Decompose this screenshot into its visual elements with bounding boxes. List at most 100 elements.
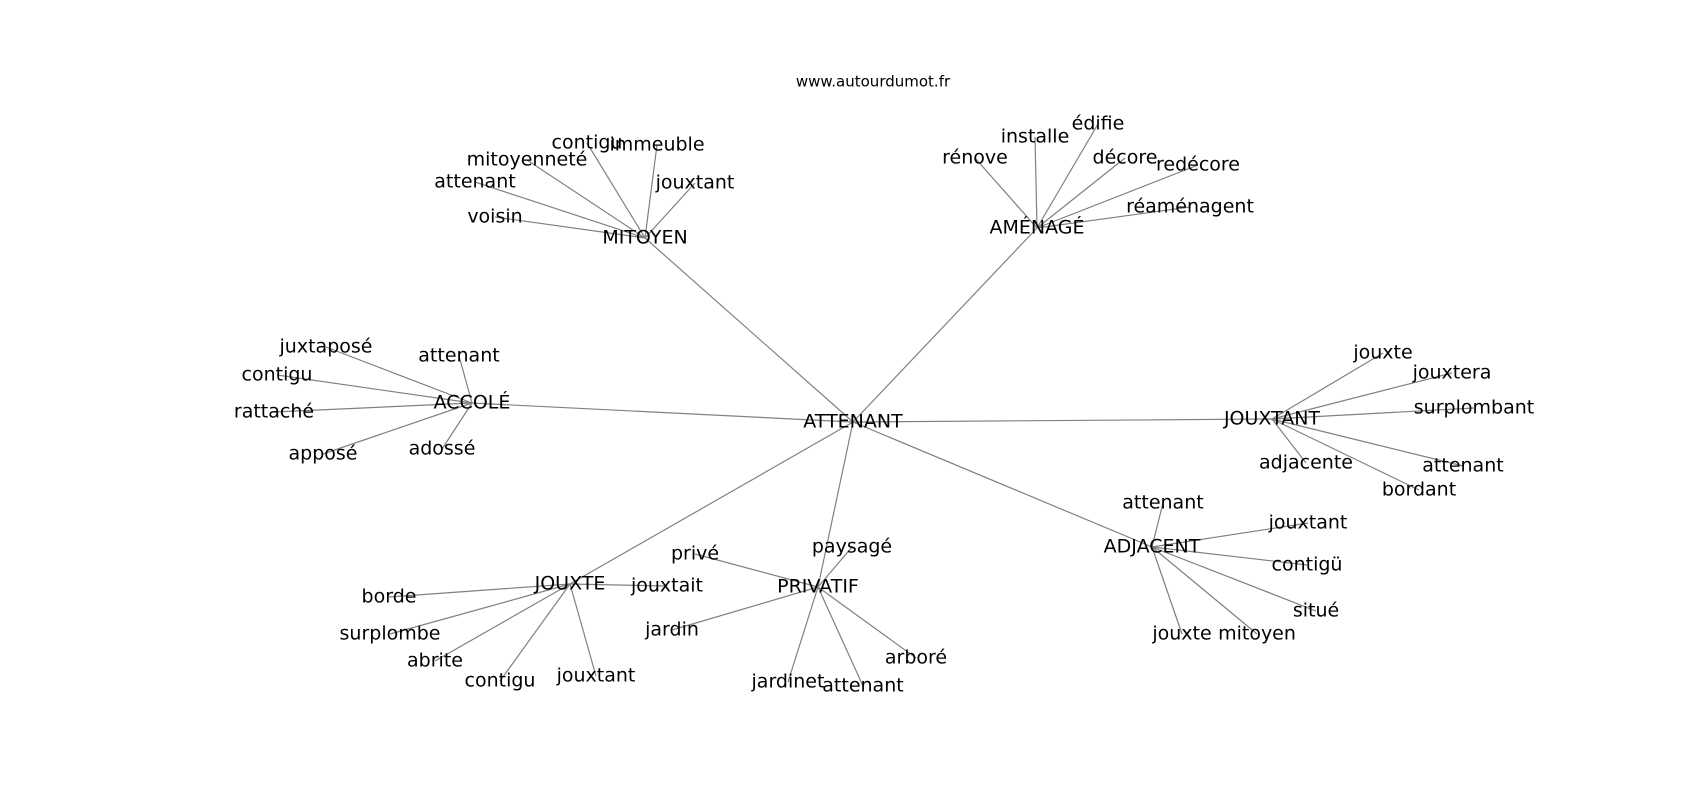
leaf-node-label: arboré (885, 647, 947, 669)
edge-hub-leaf (499, 583, 571, 682)
leaf-node-label: mitoyenneté (467, 149, 588, 171)
edge-hub-leaf (388, 583, 571, 598)
hub-node-label: JOUXTE (534, 573, 606, 595)
leaf-node-label: jouxtait (630, 575, 703, 597)
leaf-node-label: privé (671, 543, 719, 565)
edge-hub-leaf (389, 583, 571, 635)
hub-node-label: AMÉNAGÉ (990, 216, 1085, 239)
leaf-node-label: contigü (1272, 554, 1343, 576)
leaf-node-label: contigu (242, 364, 313, 386)
leaf-node-label: bordant (1382, 479, 1456, 501)
leaf-node-label: attenant (418, 345, 499, 367)
leaf-node-label: jardinet (751, 671, 825, 693)
leaf-node-label: jouxtant (1268, 512, 1348, 534)
edge-hub-leaf (1036, 206, 1191, 229)
leaf-node-label: contigu (552, 132, 623, 154)
graph-labels: ATTENANTMITOYENcontiguimmeublemitoyennet… (234, 113, 1534, 697)
leaf-node-label: situé (1293, 600, 1339, 622)
edge-root-hub (852, 418, 1273, 423)
edge-hub-leaf (1151, 546, 1308, 566)
leaf-node-label: adossé (409, 438, 476, 460)
edge-root-hub (817, 421, 854, 588)
edge-hub-leaf (1271, 372, 1453, 420)
leaf-node-label: adjacente (1259, 452, 1353, 474)
edge-hub-leaf (644, 144, 658, 239)
edge-root-hub (852, 227, 1038, 423)
edge-hub-leaf (671, 586, 819, 631)
leaf-node-label: attenant (822, 675, 903, 697)
edge-hub-leaf (1271, 352, 1384, 420)
leaf-node-label: installe (1001, 126, 1070, 148)
hub-node-label: MITOYEN (602, 227, 687, 249)
leaf-node-label: surplombe (340, 623, 441, 645)
edge-root-hub (852, 421, 1153, 548)
leaf-node-label: contigu (465, 670, 536, 692)
edge-hub-leaf (1271, 418, 1307, 464)
graph-edges (273, 123, 1475, 687)
leaf-node-label: attenant (1422, 455, 1503, 477)
leaf-node-label: jouxte (1151, 623, 1211, 645)
edge-hub-leaf (322, 402, 473, 455)
edge-hub-leaf (1034, 136, 1038, 229)
edge-hub-leaf (1036, 164, 1199, 229)
edge-hub-leaf (276, 374, 473, 404)
leaf-node-label: voisin (467, 206, 522, 228)
leaf-node-label: réaménagent (1126, 196, 1254, 218)
leaf-node-label: juxtaposé (279, 336, 373, 358)
edge-hub-leaf (1271, 418, 1420, 491)
leaf-node-label: mitoyen (1218, 623, 1296, 645)
edge-hub-leaf (1151, 546, 1258, 635)
leaf-node-label: jouxtera (1412, 362, 1492, 384)
edge-hub-leaf (325, 346, 473, 404)
edge-hub-leaf (817, 586, 864, 687)
root-node-label: ATTENANT (803, 411, 903, 433)
leaf-node-label: jouxtant (556, 665, 636, 687)
edge-hub-leaf (1036, 157, 1126, 229)
edge-hub-leaf (441, 402, 473, 450)
edge-hub-leaf (494, 216, 646, 239)
edge-hub-leaf (434, 583, 571, 662)
edge-hub-leaf (1151, 546, 1183, 635)
edge-root-hub (569, 421, 854, 585)
edge-hub-leaf (526, 159, 646, 239)
hub-node-label: ACCOLÉ (434, 391, 511, 414)
leaf-node-label: jouxtant (655, 172, 735, 194)
leaf-node-label: jardin (644, 619, 699, 641)
leaf-node-label: attenant (1122, 492, 1203, 514)
edge-hub-leaf (787, 586, 819, 683)
leaf-node-label: apposé (289, 443, 358, 465)
edge-hub-leaf (1271, 418, 1464, 467)
leaf-node-label: rattaché (234, 401, 314, 423)
edge-hub-leaf (586, 142, 646, 239)
edge-hub-leaf (273, 402, 473, 413)
leaf-node-label: rénove (942, 147, 1008, 169)
edge-hub-leaf (1271, 407, 1475, 420)
leaf-node-label: attenant (434, 171, 515, 193)
edge-hub-leaf (458, 355, 473, 404)
leaf-node-label: surplombant (1414, 397, 1534, 419)
edge-hub-leaf (569, 583, 668, 587)
edge-hub-leaf (474, 181, 646, 239)
edge-hub-leaf (644, 182, 696, 239)
edge-root-hub (471, 402, 854, 423)
edge-hub-leaf (1151, 502, 1164, 548)
leaf-node-label: immeuble (609, 134, 704, 156)
leaf-node-label: redécore (1156, 154, 1240, 176)
hub-node-label: PRIVATIF (777, 576, 859, 598)
hub-node-label: ADJACENT (1104, 536, 1201, 558)
leaf-node-label: édifie (1072, 113, 1125, 135)
leaf-node-label: jouxte (1352, 342, 1412, 364)
edge-hub-leaf (817, 546, 853, 588)
leaf-node-label: paysagé (812, 536, 892, 558)
edge-hub-leaf (1036, 123, 1099, 229)
edge-hub-leaf (694, 553, 819, 588)
edge-root-hub (644, 237, 854, 423)
edge-hub-leaf (569, 583, 597, 677)
edge-hub-leaf (1151, 546, 1317, 612)
leaf-node-label: abrite (407, 650, 463, 672)
hub-node-label: JOUXTANT (1223, 408, 1320, 430)
leaf-node-label: décore (1093, 147, 1158, 169)
watermark: www.autourdumot.fr (796, 73, 951, 91)
edge-hub-leaf (817, 586, 917, 659)
